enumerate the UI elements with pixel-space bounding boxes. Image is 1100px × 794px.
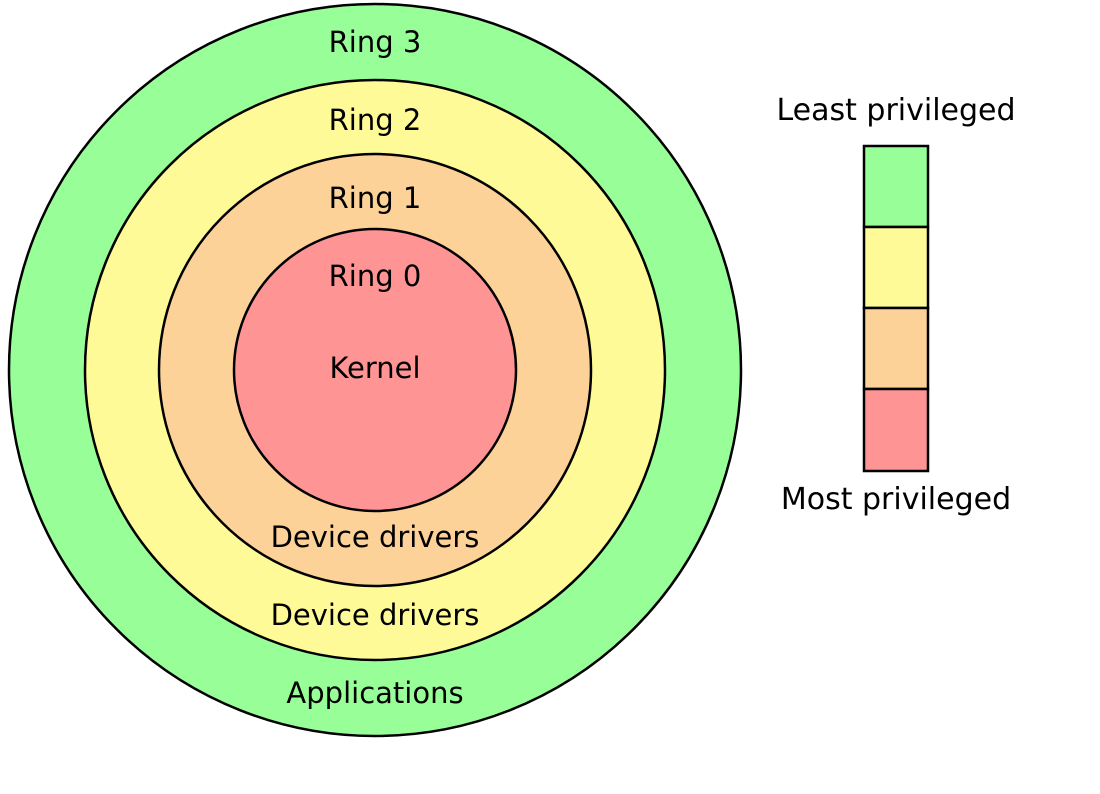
scale-cell-least	[862, 144, 930, 229]
rings-group: Ring 3 Ring 2 Ring 1 Ring 0 Kernel Devic…	[7, 2, 743, 738]
scale-cell-low	[862, 225, 930, 310]
least-privileged-label: Least privileged	[776, 93, 1015, 128]
ring-3-label: Ring 3	[329, 25, 422, 59]
ring-2-label: Ring 2	[329, 103, 422, 137]
ring-1-role: Device drivers	[271, 520, 480, 554]
privilege-scale: Least privileged Most privileged	[776, 93, 1015, 517]
most-privileged-label: Most privileged	[781, 482, 1011, 517]
ring-3-role: Applications	[286, 676, 463, 710]
ring-2-role: Device drivers	[271, 598, 480, 632]
scale-cell-high	[862, 306, 930, 391]
ring-1-label: Ring 1	[329, 181, 422, 215]
scale-cell-most	[862, 387, 930, 473]
ring-0-circle	[232, 227, 518, 513]
ring-0-role: Kernel	[329, 351, 420, 385]
ring-0-label: Ring 0	[329, 259, 422, 293]
